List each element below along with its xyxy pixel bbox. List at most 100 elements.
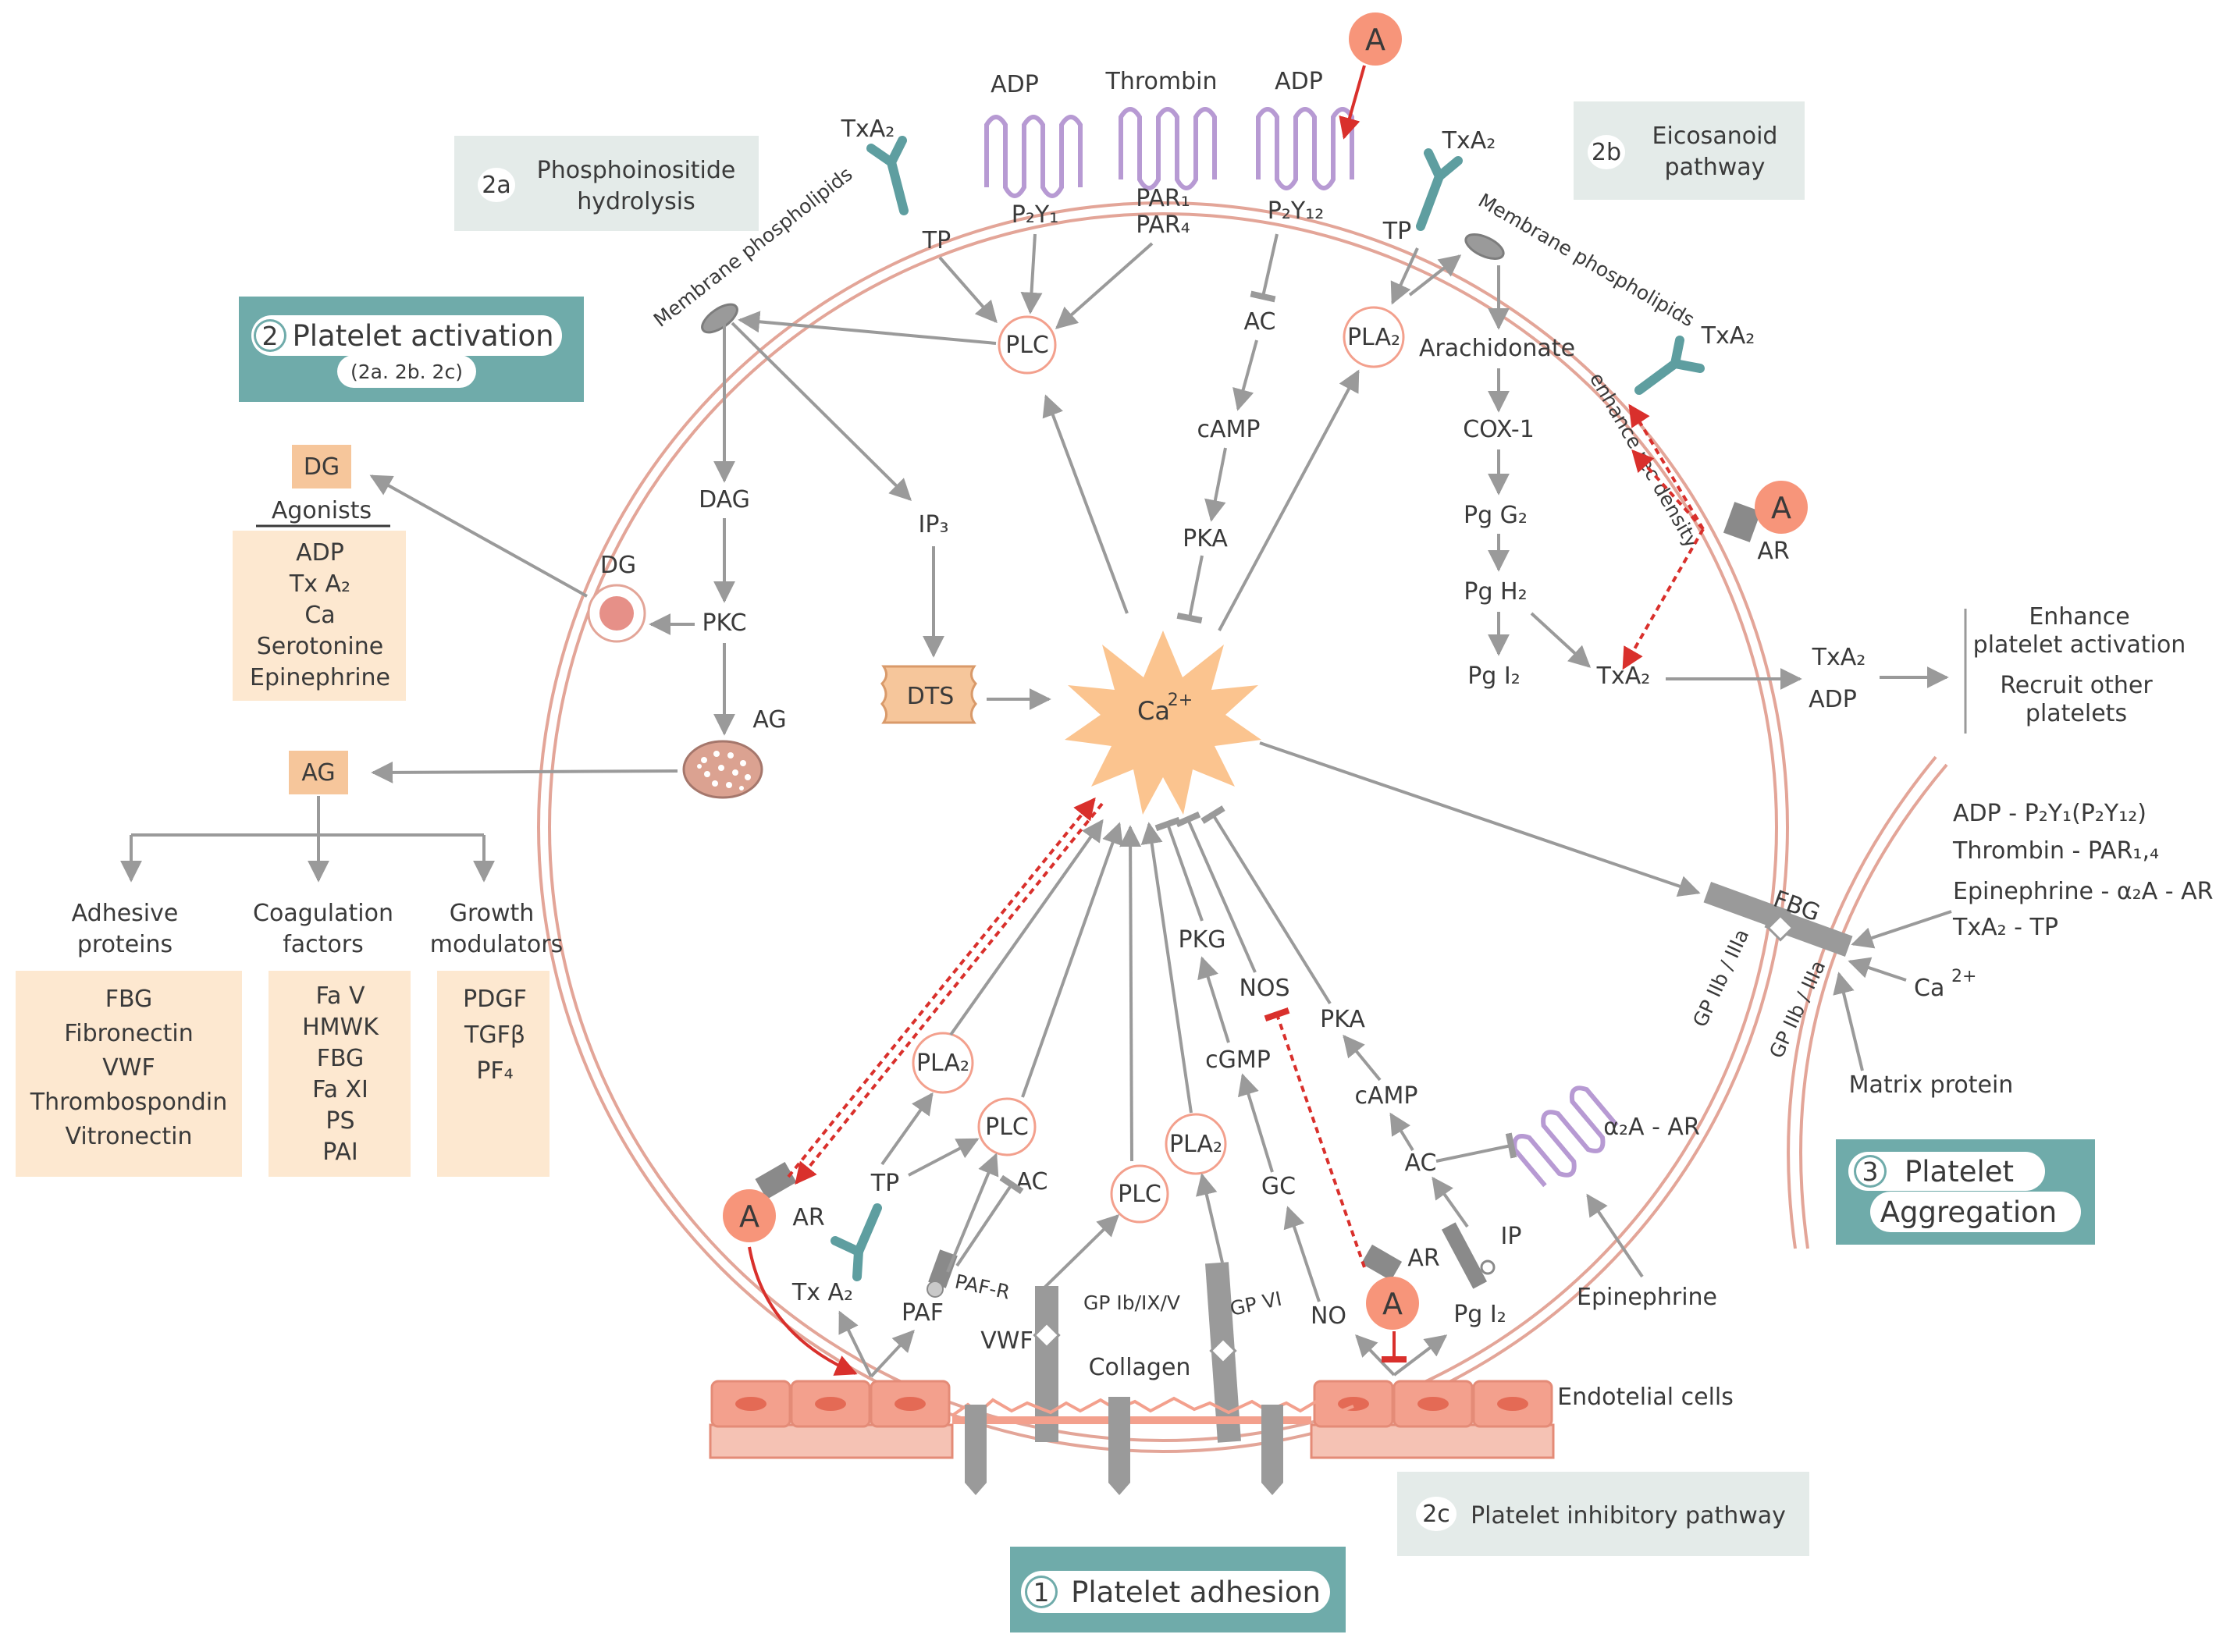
- svg-text:PDGF: PDGF: [463, 986, 527, 1013]
- ip-receptor-icon: [1441, 1222, 1496, 1289]
- dg-inner-label: DG: [600, 552, 636, 579]
- nos-label: NOS: [1239, 975, 1289, 1002]
- membrane-phospholipids-right-label: Membrane phospholipids: [1474, 189, 1698, 331]
- txa2-far-right-label: TxA₂: [1701, 322, 1755, 350]
- growth-box: [437, 971, 550, 1177]
- pkc-label: PKC: [702, 609, 746, 637]
- coag-title-2: factors: [283, 931, 364, 958]
- ar-right-label: AR: [1757, 538, 1789, 565]
- svg-text:Fa XI: Fa XI: [312, 1076, 368, 1103]
- tp-top-left-label: TP: [922, 227, 951, 254]
- membrane-phospholipid-right-icon: [1464, 233, 1505, 260]
- section-1-box: 1 Platelet adhesion: [1010, 1547, 1346, 1632]
- camp-top-label: cAMP: [1197, 416, 1261, 443]
- recruit-line1: Recruit other: [2000, 672, 2153, 699]
- paf-label: PAF: [902, 1299, 944, 1327]
- svg-text:Thrombin - PAR₁,₄: Thrombin - PAR₁,₄: [1952, 837, 2159, 865]
- section-1-title: Platelet adhesion: [1071, 1576, 1321, 1609]
- ca2-right-label: Ca: [1914, 975, 1944, 1002]
- endothelial-label: Endotelial cells: [1557, 1384, 1734, 1411]
- svg-text:Fibronectin: Fibronectin: [64, 1020, 194, 1047]
- svg-text:Serotonine: Serotonine: [257, 633, 383, 660]
- svg-text:ADP: ADP: [296, 539, 344, 567]
- section-3-box: 3 Platelet Aggregation: [1836, 1139, 2095, 1245]
- membrane-phospholipid-left-icon: [701, 303, 738, 334]
- ca2-right-sup: 2+: [1951, 967, 1976, 986]
- svg-text:A: A: [1771, 491, 1791, 525]
- section-2b-line1: Eicosanoid: [1652, 123, 1778, 150]
- par4-label: PAR₄: [1136, 211, 1190, 239]
- tp-receptor-bottom-icon: [831, 1203, 882, 1281]
- svg-text:PLC: PLC: [1005, 332, 1049, 359]
- p2y12-receptor-icon: [1256, 107, 1354, 190]
- growth-title-2: modulators: [430, 931, 563, 958]
- coag-box: [269, 971, 411, 1177]
- gp1b-label: GP Ib/IX/V: [1083, 1291, 1180, 1314]
- enhance-line2: platelet activation: [1973, 631, 2186, 659]
- platelet-membrane: [537, 201, 1789, 1453]
- no-label: NO: [1311, 1302, 1346, 1330]
- gp2b3a-fbg-bridge-icon: [1703, 882, 1853, 957]
- adp-label-2: ADP: [1275, 68, 1323, 95]
- agonists-box: [233, 531, 406, 701]
- a2a-ar-label: α₂A - AR: [1603, 1114, 1700, 1141]
- ar-bottom-left-label: AR: [792, 1204, 824, 1231]
- section-2c-number: 2c: [1422, 1501, 1450, 1528]
- growth-list: PDGF TGFβ PF₄: [463, 986, 527, 1085]
- svg-text:Epinephrine - α₂A - AR: Epinephrine - α₂A - AR: [1953, 878, 2214, 905]
- growth-title-1: Growth: [450, 900, 535, 927]
- svg-text:VWF: VWF: [102, 1054, 155, 1082]
- section-2a-line1: Phosphoinositide: [537, 157, 736, 184]
- ag-box: AG: [289, 751, 348, 794]
- svg-text:Thrombospondin: Thrombospondin: [30, 1089, 227, 1116]
- adhesive-box: [16, 971, 242, 1177]
- svg-text:PF₄: PF₄: [476, 1057, 513, 1085]
- ip3-label: IP₃: [919, 511, 949, 538]
- matrix-protein-label: Matrix protein: [1849, 1071, 2014, 1099]
- svg-text:HMWK: HMWK: [302, 1014, 379, 1041]
- agonist-a-bottom-left: A: [723, 1162, 797, 1242]
- svg-text:PLC: PLC: [1118, 1181, 1161, 1208]
- txa2-output-label: TxA₂: [1812, 644, 1866, 671]
- calcium-burst-icon: Ca 2+: [1065, 631, 1261, 815]
- pla2-top-node: PLA₂: [1343, 306, 1405, 368]
- section-2b-box: 2b Eicosanoid pathway: [1574, 101, 1805, 200]
- txa2-bottom-label: Tx A₂: [791, 1279, 853, 1306]
- section-3-line2: Aggregation: [1880, 1195, 2057, 1229]
- cgmp-label: cGMP: [1205, 1046, 1271, 1074]
- ac-bottom-b-label: AC: [1016, 1168, 1048, 1195]
- par1-label: PAR₁: [1136, 185, 1190, 212]
- arachidonate-label: Arachidonate: [1419, 335, 1575, 362]
- txa2-top-right-label: TxA₂: [1442, 127, 1496, 155]
- section-1-number: 1: [1033, 1577, 1050, 1608]
- section-2a-line2: hydrolysis: [577, 188, 695, 215]
- svg-text:PLA₂: PLA₂: [1347, 324, 1400, 351]
- ag-granule-icon: [682, 740, 763, 799]
- pkg-label: PKG: [1178, 926, 1225, 954]
- svg-text:PLC: PLC: [985, 1114, 1029, 1141]
- adhesive-list: FBG Fibronectin VWF Thrombospondin Vitro…: [30, 986, 227, 1150]
- adp-label-1: ADP: [991, 71, 1039, 98]
- section-2a-number: 2a: [482, 172, 510, 199]
- dg-granule-icon: [587, 584, 646, 643]
- section-2-box: 2 Platelet activation (2a. 2b. 2c): [239, 297, 584, 402]
- svg-text:Fa V: Fa V: [316, 982, 365, 1010]
- ar-bottom-right-label: AR: [1407, 1245, 1439, 1272]
- section-2b-line2: pathway: [1665, 154, 1766, 181]
- svg-text:Vitronectin: Vitronectin: [65, 1123, 192, 1150]
- svg-text:TxA₂ - TP: TxA₂ - TP: [1952, 914, 2058, 941]
- p2y12-label: P₂Y₁₂: [1268, 197, 1325, 225]
- ip-label: IP: [1501, 1223, 1522, 1250]
- section-2a-box: 2a Phosphoinositide hydrolysis: [454, 136, 759, 231]
- agonist-a-bottom-right: A: [1360, 1244, 1419, 1330]
- section-2b-number: 2b: [1592, 139, 1621, 166]
- tp-receptor-left-icon: [866, 136, 909, 215]
- svg-text:TGFβ: TGFβ: [464, 1021, 525, 1049]
- plc-bottom-c-node: PLC: [1110, 1164, 1169, 1224]
- svg-text:A: A: [1382, 1287, 1403, 1321]
- section-2c-box: 2c Platelet inhibitory pathway: [1397, 1472, 1809, 1556]
- section-3-number: 3: [1862, 1156, 1879, 1187]
- tp-receptor-right-icon: [1416, 148, 1463, 231]
- signal-arrows: [120, 233, 1952, 1378]
